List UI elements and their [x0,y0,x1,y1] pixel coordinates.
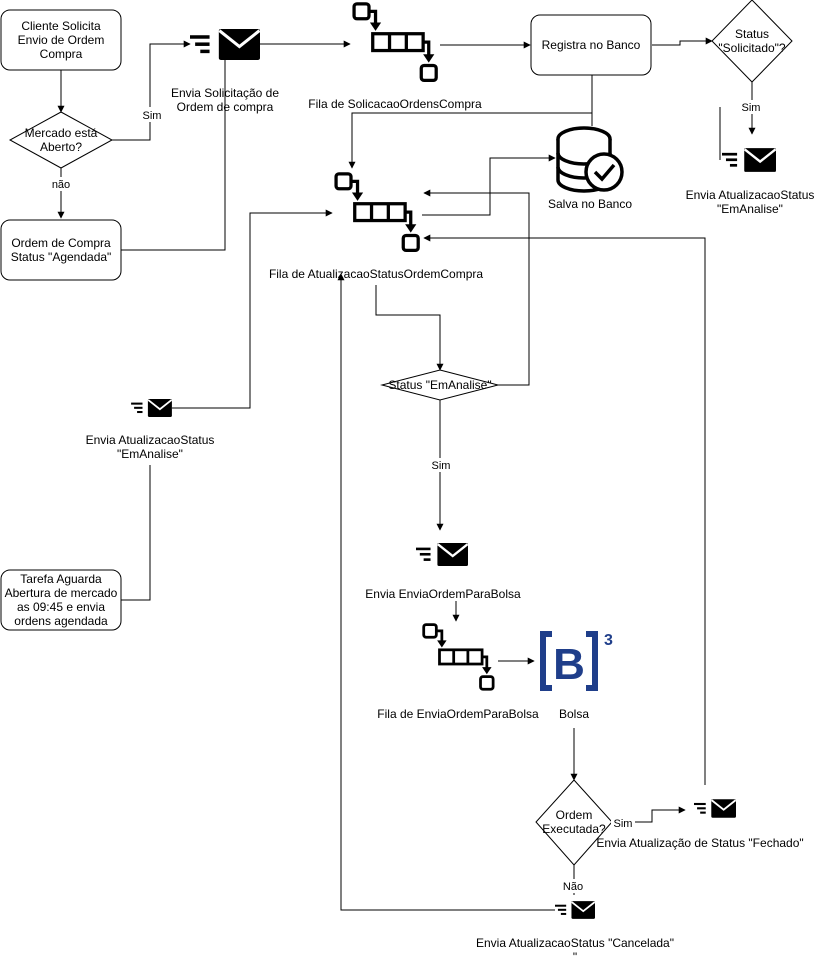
envia_solicitacao-line: Envia Solicitação de [171,86,279,100]
fila-bolsa-label: Fila de EnviaOrdemParaBolsa [377,707,539,721]
envia-cancelada-label: Envia AtualizacaoStatus "Cancelada"" [476,936,674,964]
tarefa_aguarda-line: Abertura de mercado [5,586,118,600]
mercado_aberto-line: Aberto? [40,140,82,154]
cliente_solicita-line: Compra [40,47,83,61]
svg-text:3: 3 [604,632,613,649]
fila-atualizacao-icon [334,172,420,253]
edge-registra-to-fila-atualizacao [348,112,592,169]
envia-fechado-icon [694,799,736,818]
edge-agendada-to-envia [121,60,226,251]
ordem_agendada-line: Ordem de Compra [11,236,111,250]
edge-fechado-to-fila-atualizacao [423,234,706,785]
envia_cancelada-line: Envia AtualizacaoStatus "Cancelada" [476,936,674,950]
tarefa_aguarda-line: Tarefa Aguarda [20,572,102,586]
ordem_agendada-line: Status "Agendada" [11,250,112,264]
envia-bolsa-label: Envia EnviaOrdemParaBolsa [365,587,521,601]
envia_emanalise_left-line: Envia AtualizacaoStatus [86,433,215,447]
envia_cancelada-line: " [573,950,577,964]
node-registra-banco: Registra no Banco [530,14,652,76]
status_solicitado-line: Status [735,27,769,41]
envia-emanalise-right-label: Envia AtualizacaoStatus"EmAnalise" [686,188,815,216]
edge-labels: Sim não Sim Sim Sim Não [47,100,764,893]
edge-fila-atualizacao-to-status [375,285,444,371]
node-status-solicitado: Status"Solicitado"? [711,0,793,83]
fila-solicitacao-icon [352,2,438,83]
envia-emanalise-right-icon [722,148,776,172]
envia-cancelada-icon [555,901,595,919]
cliente_solicita-line: Cliente Solicita [21,19,101,33]
envia_emanalise_right-line: Envia AtualizacaoStatus [686,188,815,202]
node-registra-banco-text: Registra no Banco [542,38,641,52]
envia-fechado-label: Envia Atualização de Status "Fechado" [596,836,803,850]
edge-label-sim-mercado: Sim [143,110,162,122]
status_solicitado-line: "Solicitado"? [718,41,786,55]
fila-atualizacao-label: Fila de AtualizacaoStatusOrdemCompra [269,267,483,281]
tarefa_aguarda-line: as 09:45 e envia [17,600,105,614]
fila-bolsa-icon [422,623,495,691]
edge-label-sim-solicitado: Sim [742,102,761,114]
edge-status-to-fila-loop [423,189,530,386]
envia-bolsa-icon [416,543,468,566]
ordem_executada-line: Executada? [542,822,606,836]
b3-logo: B 3 [540,631,613,691]
fila-solicitacao-label: Fila de SolicacaoOrdensCompra [308,97,482,111]
edge-cancelada-to-fila-atualizacao [337,273,555,911]
edge-tarefa-to-envia-left [121,465,151,601]
ordem_executada-line: Ordem [556,808,593,822]
svg-text:B: B [553,640,585,689]
node-status-emanalise: Status "EmAnalise" [380,369,500,401]
bolsa-label: Bolsa [559,707,589,721]
edge-mercado-sim-to-envia [112,40,191,141]
cliente_solicita-line: Envio de Ordem [18,33,105,47]
edge-envia-left-to-fila-atualizacao [172,209,333,409]
tarefa_aguarda-line: ordens agendada [14,614,108,628]
node-status-emanalise-text: Status "EmAnalise" [388,378,491,392]
edge-fila-atualizacao-to-salva [422,154,556,216]
edge-label-sim-emanalise: Sim [432,460,451,472]
edge-label-nao-mercado: não [52,179,70,191]
edge-label-nao-executada: Não [563,881,583,893]
edges [57,37,756,912]
envia_emanalise_left-line: "EmAnalise" [117,447,183,461]
envia-emanalise-left-icon [131,399,172,417]
salva-banco-label: Salva no Banco [548,197,632,211]
edge-registra-to-status [652,37,713,46]
edge-label-sim-executada: Sim [614,818,633,830]
database-check-icon [556,126,624,193]
envia_solicitacao-line: Ordem de compra [177,100,274,114]
envia_emanalise_right-line: "EmAnalise" [717,202,783,216]
envia-emanalise-left-label: Envia AtualizacaoStatus"EmAnalise" [86,433,215,461]
mercado_aberto-line: Mercado está [25,126,98,140]
node-status-solicitado-text: Status"Solicitado"? [718,27,786,55]
envia-solicitacao-icon [190,29,260,60]
